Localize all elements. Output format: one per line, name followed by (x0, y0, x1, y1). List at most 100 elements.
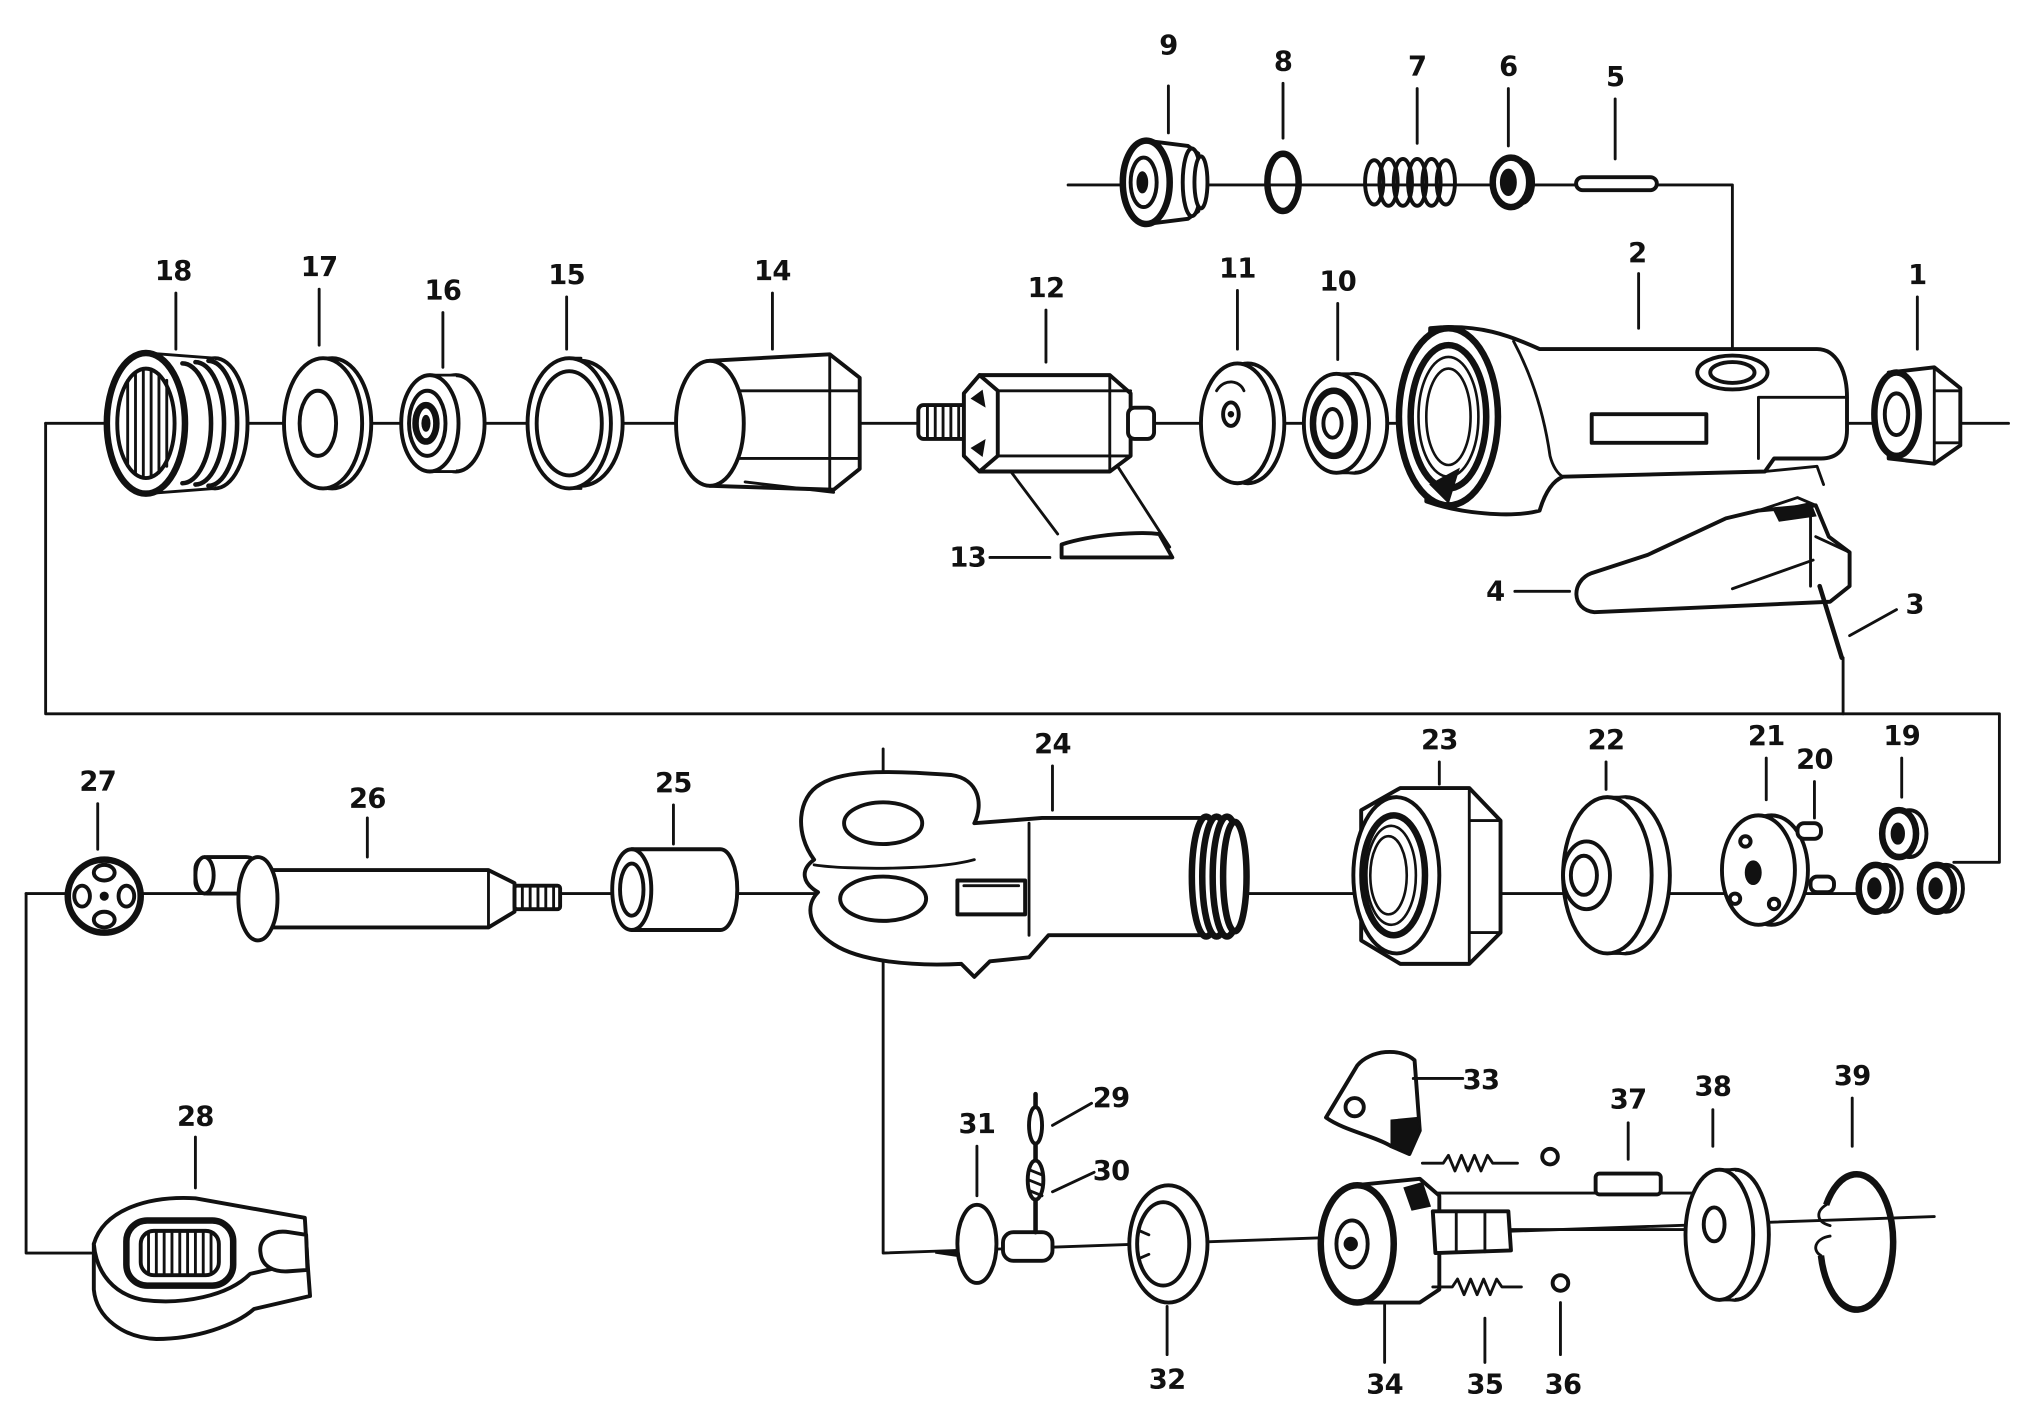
part-21-plate-shape (1766, 896, 1782, 912)
callout-39: 39 (1834, 1061, 1871, 1092)
callout-4: 4 (1486, 576, 1504, 607)
part-34-drive-body-shape (1403, 1181, 1432, 1211)
part-2-housing-shape (1757, 395, 1849, 460)
part-34-drive-body-shape (1430, 1209, 1513, 1255)
part-39-snap-ring (1814, 1170, 1897, 1313)
callout-14: 14 (754, 256, 791, 287)
part-27-ratchet-cover-shape (116, 883, 137, 909)
part-13-vane (1009, 464, 1175, 560)
callout-18: 18 (155, 256, 192, 287)
part-33-pawl (1324, 1049, 1422, 1156)
callout-5: 5 (1606, 62, 1624, 93)
part-2-housing (1395, 324, 1849, 517)
assembly-lines-shape (24, 892, 93, 1255)
part-2-housing-shape (1407, 341, 1490, 492)
callout-10: 10 (1319, 266, 1356, 297)
part-29-pin-shape (1027, 1105, 1045, 1146)
part-7-spring-shape (1363, 158, 1386, 207)
part-14-hex-sleeve (674, 352, 862, 494)
callout-26: 26 (349, 784, 386, 815)
part-36-ball-shape (1550, 1273, 1571, 1293)
part-30-spring (1025, 1158, 1046, 1202)
callout-8: 8 (1274, 46, 1292, 77)
part-37-key-shape (1593, 1171, 1663, 1197)
part-28-ring-head (91, 1196, 312, 1341)
assembly-lines-shape (1066, 183, 1734, 356)
callout-15: 15 (548, 260, 585, 291)
callout-21: 21 (1748, 721, 1785, 752)
part-15-ring-shape (534, 369, 604, 478)
callout-32: 32 (1149, 1364, 1186, 1395)
part-36-ball-shape (1540, 1146, 1560, 1167)
part-11-end-plate-shape (1227, 410, 1235, 418)
leader-lines (96, 81, 1919, 1364)
part-21-plate-shape (1744, 860, 1762, 886)
part-17-washer-shape (297, 388, 339, 458)
part-1-inlet-fitting-shape (1882, 391, 1911, 437)
part-14-hex-sleeve-shape (674, 358, 746, 488)
leader-29 (1051, 1101, 1093, 1127)
part-7-spring-shape (1420, 156, 1443, 208)
callout-36: 36 (1545, 1370, 1582, 1401)
part-24-ratchet-housing-shape (1219, 818, 1250, 935)
part-34-drive-body (1317, 1176, 1513, 1306)
part-34-drive-body-shape (1454, 1209, 1487, 1254)
part-3-pin-shape (1817, 583, 1845, 661)
assembly-lines-shape (44, 421, 2001, 864)
part-31-disc-and-pin (935, 1202, 1055, 1285)
leader-30 (1051, 1170, 1096, 1194)
part-24-ratchet-housing-shape (842, 800, 925, 846)
part-26-shaft-shape (236, 855, 280, 943)
callout-23: 23 (1421, 725, 1458, 756)
part-26-shaft-shape (520, 884, 556, 911)
part-24-ratchet-housing (799, 770, 1250, 979)
part-7-spring-shape (1406, 156, 1429, 208)
callout-29: 29 (1093, 1083, 1130, 1114)
callout-24: 24 (1034, 729, 1071, 760)
part-25-bushing-shape (618, 861, 646, 918)
part-8-o-ring (1264, 150, 1302, 215)
callout-1: 1 (1908, 260, 1926, 291)
callout-25: 25 (655, 768, 692, 799)
part-39-snap-ring-shape (1817, 1170, 1897, 1313)
part-39-snap-ring-shape (1814, 1203, 1832, 1258)
part-27-ratchet-cover-shape (91, 909, 117, 930)
part-3-pin (1817, 583, 1845, 661)
callout-27: 27 (79, 767, 116, 798)
part-12-rotor-shape (925, 403, 961, 441)
part-7-spring (1363, 156, 1457, 208)
part-27-ratchet-cover-shape (99, 891, 109, 901)
part-26-shaft (193, 855, 563, 943)
part-33-pawl-shape (1343, 1096, 1366, 1119)
callout-31: 31 (959, 1109, 996, 1140)
part-18-ring (103, 349, 250, 497)
part-14-hex-sleeve-shape (738, 354, 862, 494)
part-37-key (1593, 1171, 1663, 1197)
callout-34: 34 (1366, 1370, 1403, 1401)
part-4-lever-shape (1730, 496, 1852, 591)
part-2-housing-shape (1429, 467, 1460, 504)
part-6-valve (1489, 154, 1536, 211)
part-7-spring-shape (1377, 156, 1400, 208)
callout-7: 7 (1408, 52, 1426, 83)
callout-19: 19 (1883, 721, 1920, 752)
part-2-housing-shape (1763, 464, 1825, 486)
part-13-vane-shape (1059, 531, 1175, 560)
part-7-spring-shape (1391, 156, 1414, 208)
part-19-rollers-shape (1890, 822, 1905, 845)
part-11-end-plate (1199, 361, 1287, 486)
part-11-end-plate-shape (1215, 380, 1246, 393)
part-12-rotor-shape (970, 389, 986, 458)
part-10-bearing-shape (1321, 407, 1344, 440)
callout-9: 9 (1159, 31, 1177, 62)
part-31-disc-and-pin-shape (955, 1202, 999, 1285)
part-23-nut-shape (1365, 824, 1418, 927)
part-34-drive-body-shape (1343, 1236, 1358, 1252)
part-21-plate (1720, 813, 1810, 927)
callout-labels: 1 2 3 4 5 6 7 8 9 10 11 12 13 14 15 16 1… (79, 31, 1927, 1401)
part-12-rotor-shape (1126, 405, 1157, 441)
callout-38: 38 (1694, 1071, 1731, 1102)
part-18-ring-shape (126, 369, 169, 477)
callout-30: 30 (1093, 1156, 1130, 1187)
